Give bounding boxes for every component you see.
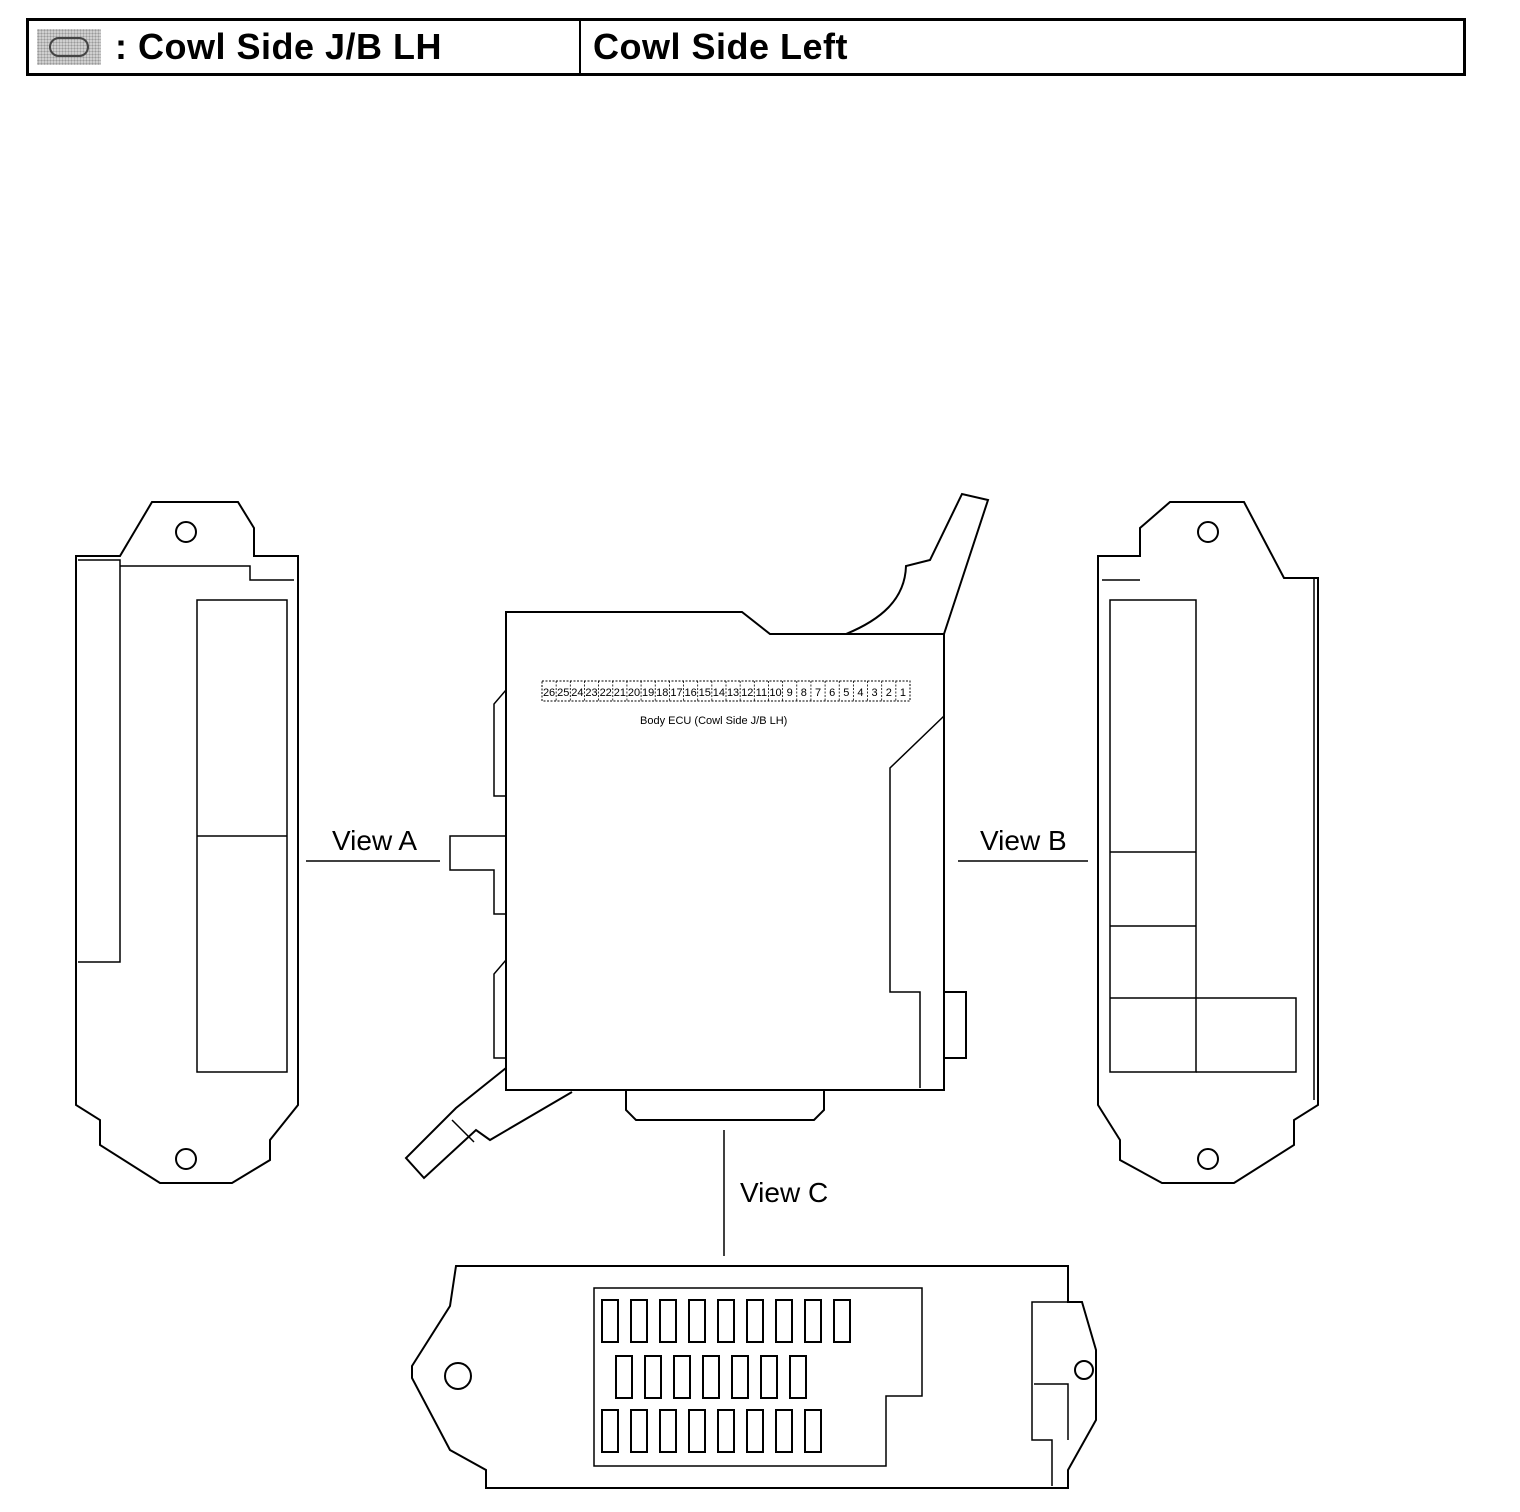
- pin-number: 23: [585, 687, 597, 699]
- fuse-slot: [789, 1355, 807, 1399]
- fuse-slot: [804, 1299, 822, 1343]
- fuse-slot: [659, 1409, 677, 1453]
- header-right-cell: Cowl Side Left: [581, 21, 1463, 73]
- view-b-panel: [1097, 501, 1319, 1184]
- fuse-slot: [760, 1355, 778, 1399]
- fuse-slot: [615, 1355, 633, 1399]
- fuse-slot: [601, 1299, 619, 1343]
- fuse-slot: [731, 1355, 749, 1399]
- pin-number: 14: [713, 687, 725, 699]
- pin-number: 5: [843, 687, 849, 699]
- fuse-slot: [630, 1409, 648, 1453]
- view-a-panel: [75, 501, 299, 1184]
- fuse-slot: [630, 1299, 648, 1343]
- fuse-slot: [717, 1409, 735, 1453]
- pin-number: 26: [543, 687, 555, 699]
- fuse-slot: [702, 1355, 720, 1399]
- pin-number: 25: [557, 687, 569, 699]
- fuse-slot: [746, 1299, 764, 1343]
- pin-number: 16: [684, 687, 696, 699]
- fuse-slot: [804, 1409, 822, 1453]
- view-b-label: View B: [980, 825, 1067, 856]
- pin-number: 8: [801, 687, 807, 699]
- pin-number: 18: [656, 687, 668, 699]
- fuse-slot: [659, 1299, 677, 1343]
- fuse-slot: [644, 1355, 662, 1399]
- view-c-panel: [411, 1265, 1097, 1489]
- fuse-slot: [688, 1299, 706, 1343]
- pin-number: 22: [600, 687, 612, 699]
- fuse-slot-grid: [601, 1299, 851, 1453]
- ecu-label: Body ECU (Cowl Side J/B LH): [640, 715, 787, 727]
- fuse-slot: [717, 1299, 735, 1343]
- pin-number: 9: [787, 687, 793, 699]
- pin-number: 24: [571, 687, 583, 699]
- fuse-slot: [833, 1299, 851, 1343]
- fuse-slot: [673, 1355, 691, 1399]
- fuse-slot: [775, 1299, 793, 1343]
- location-name: Cowl Side Left: [593, 26, 849, 67]
- fuse-slot: [688, 1409, 706, 1453]
- pin-number: 7: [815, 687, 821, 699]
- pin-number: 2: [886, 687, 892, 699]
- view-c-label: View C: [740, 1177, 828, 1208]
- fuse-slot: [775, 1409, 793, 1453]
- pin-number: 1: [900, 687, 906, 699]
- central-junction-block: [404, 492, 990, 1180]
- pin-number: 6: [829, 687, 835, 699]
- pin-number: 21: [614, 687, 626, 699]
- header-table: : Cowl Side J/B LH Cowl Side Left: [26, 18, 1466, 76]
- fuse-slot: [746, 1409, 764, 1453]
- pin-number: 19: [642, 687, 654, 699]
- header-left-cell: : Cowl Side J/B LH: [29, 21, 581, 73]
- pin-number: 15: [699, 687, 711, 699]
- pin-number: 10: [769, 687, 781, 699]
- fuse-slot: [601, 1409, 619, 1453]
- view-a-label: View A: [332, 825, 417, 856]
- pin-number: 12: [741, 687, 753, 699]
- pin-number: 17: [670, 687, 682, 699]
- pin-number: 13: [727, 687, 739, 699]
- pin-number: 20: [628, 687, 640, 699]
- pin-number: 11: [756, 687, 767, 699]
- junction-block-name: : Cowl Side J/B LH: [115, 26, 443, 67]
- connector-outline-icon: [37, 29, 101, 65]
- pin-number: 4: [857, 687, 863, 699]
- pin-number: 3: [872, 687, 878, 699]
